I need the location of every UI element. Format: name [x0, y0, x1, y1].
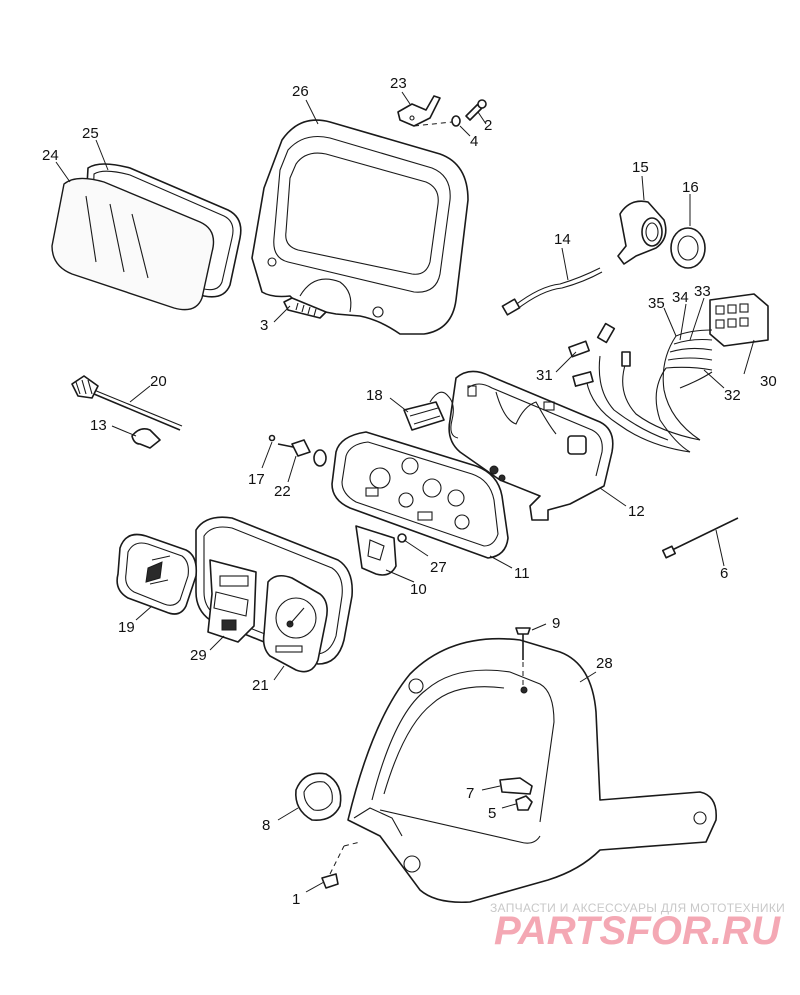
- callout-17: 17: [248, 471, 265, 488]
- circuit-board-part-11: [331, 431, 509, 559]
- nut-part-5: [515, 795, 533, 811]
- callout-16: 16: [682, 179, 699, 196]
- callout-14: 14: [554, 231, 571, 248]
- callout-9: 9: [552, 615, 560, 632]
- wire-harness-bundle: [585, 335, 701, 453]
- callout-29: 29: [190, 647, 207, 664]
- callout-22: 22: [274, 483, 291, 500]
- callout-7: 7: [466, 785, 474, 802]
- watermark-logo: PARTSFOR.RU: [494, 909, 781, 953]
- screw-part-2: [465, 99, 487, 121]
- callout-18: 18: [366, 387, 383, 404]
- lamp-wire-part-14: [501, 267, 603, 316]
- bulb-part-22: [277, 439, 327, 467]
- callout-10: 10: [410, 581, 427, 598]
- panel-part-29: [207, 559, 257, 643]
- bracket-part-23: [397, 95, 441, 127]
- callout-34: 34: [672, 289, 689, 306]
- leader-lines: [55, 91, 755, 893]
- connector-part-30: [709, 293, 769, 347]
- watermark: ЗАПЧАСТИ И АКСЕССУАРЫ ДЛЯ МОТОТЕХНИКИ PA…: [490, 901, 785, 953]
- screw-part-1: [321, 873, 339, 889]
- callout-11: 11: [514, 565, 530, 582]
- callout-2: 2: [484, 117, 492, 134]
- callout-19: 19: [118, 619, 135, 636]
- callout-33: 33: [694, 283, 711, 300]
- watermark-tagline: ЗАПЧАСТИ И АКСЕССУАРЫ ДЛЯ МОТОТЕХНИКИ: [490, 901, 785, 915]
- nacelle-part-28: [347, 637, 717, 904]
- callout-6: 6: [720, 565, 728, 582]
- callout-13: 13: [90, 417, 107, 434]
- callout-20: 20: [150, 373, 167, 390]
- callout-28: 28: [596, 655, 613, 672]
- screw-part-17: [268, 434, 276, 442]
- lamp-socket-part-18: [403, 391, 459, 439]
- screw-part-9: [515, 627, 531, 660]
- speedometer-cable-part-20: [71, 375, 183, 431]
- gauge-part-10: [355, 525, 397, 576]
- callout-24: 24: [42, 147, 59, 164]
- callout-32: 32: [724, 387, 741, 404]
- callout-25: 25: [82, 125, 99, 142]
- wire-harness-terminals: [665, 329, 713, 389]
- callout-labels: 23 26 2 4 25 24 15 16 14 3 35 34 33 31 3…: [42, 75, 777, 908]
- callout-15: 15: [632, 159, 649, 176]
- callout-35: 35: [648, 295, 665, 312]
- callout-12: 12: [628, 503, 645, 520]
- gauge-part-19: [116, 533, 198, 615]
- washer-part-4: [451, 115, 461, 127]
- mount-bracket-part-12: [448, 370, 614, 521]
- callout-1: 1: [292, 891, 300, 908]
- callout-5: 5: [488, 805, 496, 822]
- socket-part-15: [617, 200, 667, 265]
- callout-31: 31: [536, 367, 553, 384]
- plug-part-31: [568, 322, 631, 387]
- callout-21: 21: [252, 677, 269, 694]
- grommet-part-8: [295, 772, 342, 822]
- lens-part-24: [51, 177, 215, 311]
- housing-part-26: [251, 119, 469, 335]
- callout-26: 26: [292, 83, 309, 100]
- cable-strap-part-6: [661, 517, 739, 559]
- callout-30: 30: [760, 373, 777, 390]
- gauge-part-21: [262, 574, 328, 673]
- callout-8: 8: [262, 817, 270, 834]
- grommet-part-16: [670, 227, 706, 269]
- callout-4: 4: [470, 133, 478, 150]
- callout-27: 27: [430, 559, 447, 576]
- callout-23: 23: [390, 75, 407, 92]
- clip-part-7: [499, 777, 533, 795]
- clip-part-13: [131, 428, 161, 449]
- callout-3: 3: [260, 317, 268, 334]
